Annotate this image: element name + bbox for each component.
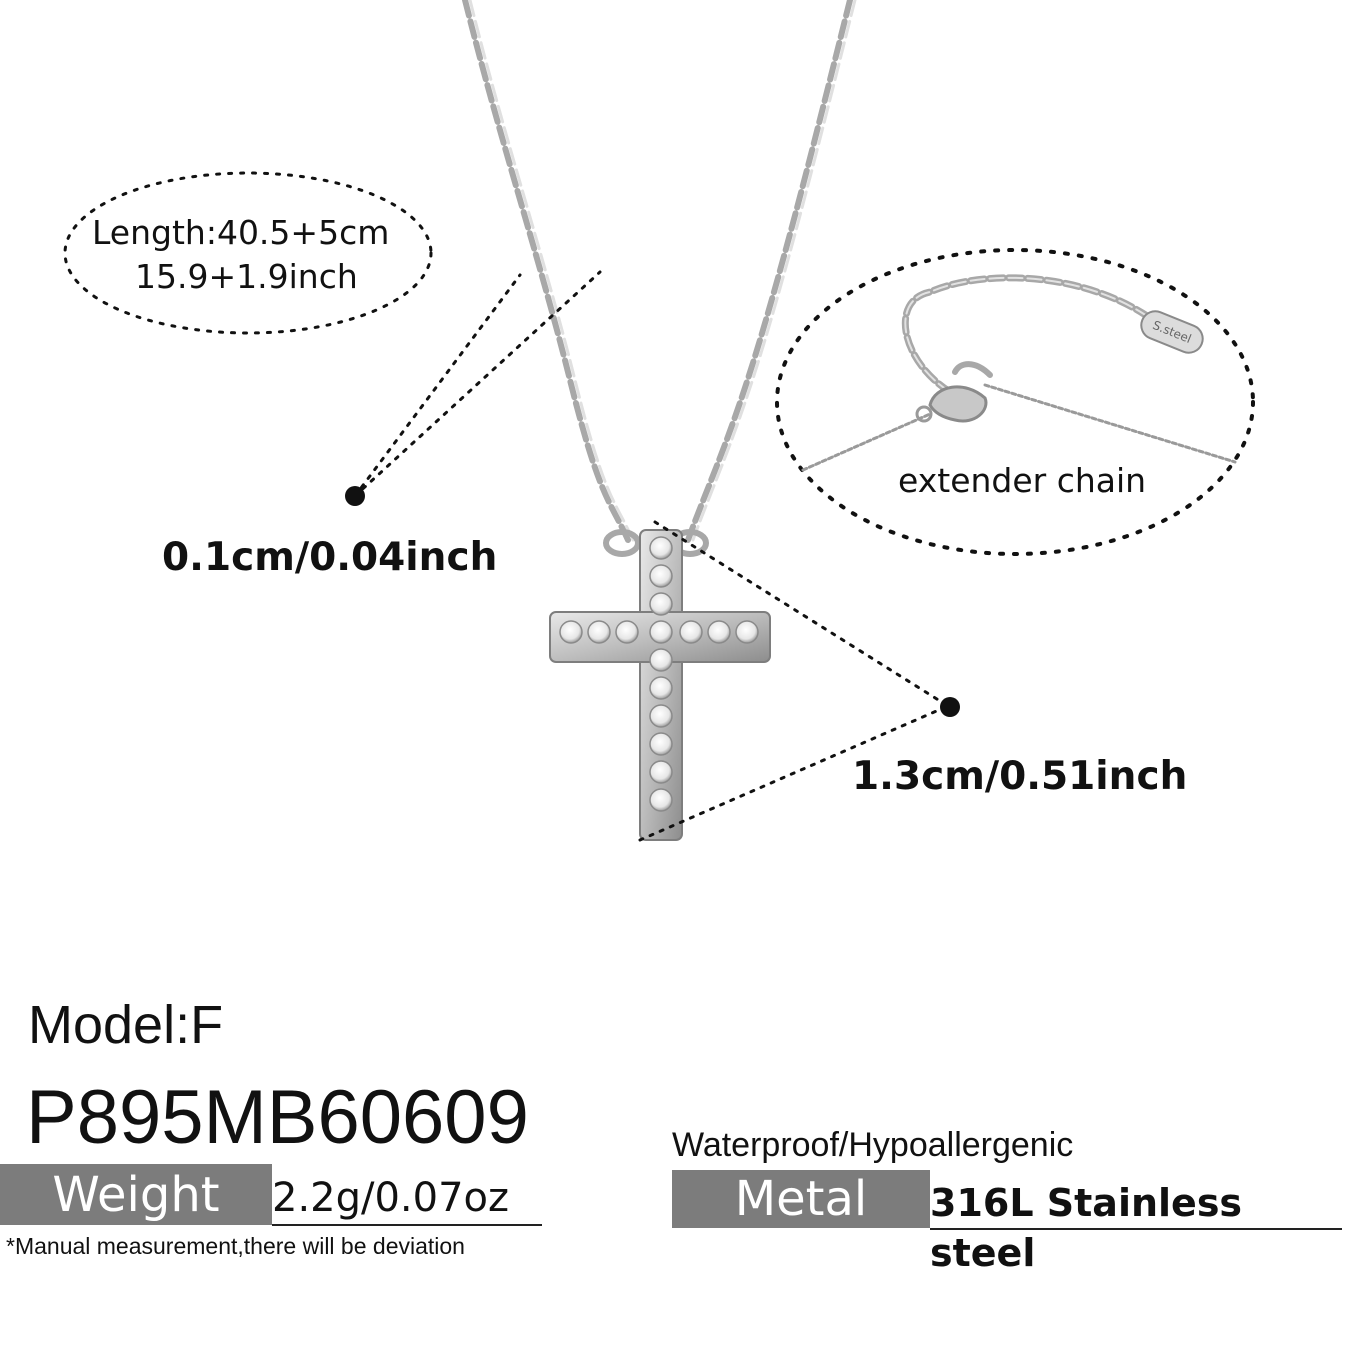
length-label-inch: 15.9+1.9inch xyxy=(135,257,358,296)
lobster-clasp-icon xyxy=(915,385,988,423)
extender-chain-detail xyxy=(801,274,1237,472)
metal-label: Metal xyxy=(672,1170,930,1228)
pendant-size-marker xyxy=(940,697,960,717)
length-callout-ellipse xyxy=(63,171,433,335)
chain-icon xyxy=(462,0,857,543)
steel-tag-icon xyxy=(1140,310,1204,354)
extender-chain-label: extender chain xyxy=(898,461,1147,500)
sku-label: P895MB60609 xyxy=(26,1075,529,1160)
weight-label: Weight xyxy=(0,1164,272,1225)
cross-pendant-icon xyxy=(549,529,771,841)
features-label: Waterproof/Hypoallergenic xyxy=(672,1126,1074,1164)
pendant-size-label: 1.3cm/0.51inch xyxy=(852,754,1188,799)
model-label: Model:F xyxy=(28,995,224,1055)
length-label-cm: Length:40.5+5cm xyxy=(92,213,390,252)
metal-value: 316L Stainless steel xyxy=(930,1178,1342,1275)
guide-lines xyxy=(353,270,950,842)
extender-callout-ellipse xyxy=(775,248,1255,556)
weight-value: 2.2g/0.07oz xyxy=(272,1172,542,1226)
measurement-note: *Manual measurement,there will be deviat… xyxy=(6,1233,465,1259)
jump-ring-left xyxy=(603,529,641,557)
thickness-label: 0.1cm/0.04inch xyxy=(162,535,498,580)
thickness-marker xyxy=(345,486,365,506)
